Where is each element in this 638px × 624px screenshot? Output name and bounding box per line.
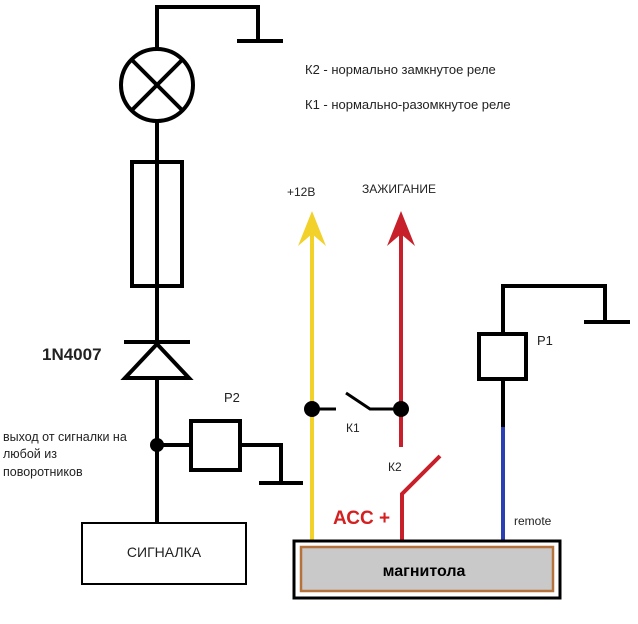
fuse-icon	[130, 160, 184, 288]
diode-icon	[120, 340, 194, 380]
plus12v-label: +12В	[287, 185, 315, 199]
switch-icon	[304, 391, 409, 417]
remote-label: remote	[514, 514, 552, 528]
k1-label: К1	[346, 421, 360, 435]
ignition-label: ЗАЖИГАНИЕ	[362, 182, 436, 196]
alarm-output-label-3: поворотников	[3, 465, 83, 479]
radio-box-label: магнитола	[383, 563, 466, 580]
p2-label: Р2	[224, 390, 240, 405]
arrow-up-icon	[387, 211, 415, 246]
legend-k1: К1 - нормально-разомкнутое реле	[305, 97, 511, 112]
radio-box-inner	[299, 545, 555, 593]
relay-coil-icon	[477, 332, 528, 381]
p2-ground-wire	[240, 443, 283, 483]
p1-ground-wire	[501, 284, 607, 334]
legend-k2: К2 - нормально замкнутое реле	[305, 62, 496, 77]
lamp-ground-wire	[155, 5, 260, 48]
alarm-box	[81, 522, 247, 585]
k2-label: К2	[388, 460, 402, 474]
alarm-output-label-2: любой из	[3, 447, 57, 461]
alarm-box-label: СИГНАЛКА	[127, 544, 202, 560]
p1-label: Р1	[537, 333, 553, 348]
acc-label: АСС +	[333, 508, 390, 529]
arrow-up-icon	[298, 211, 326, 246]
diode-label: 1N4007	[42, 345, 102, 364]
lamp-icon	[119, 47, 195, 123]
switch-icon	[400, 454, 442, 541]
alarm-output-label: выход от сигналки на	[3, 430, 127, 444]
relay-coil-icon	[189, 419, 242, 472]
